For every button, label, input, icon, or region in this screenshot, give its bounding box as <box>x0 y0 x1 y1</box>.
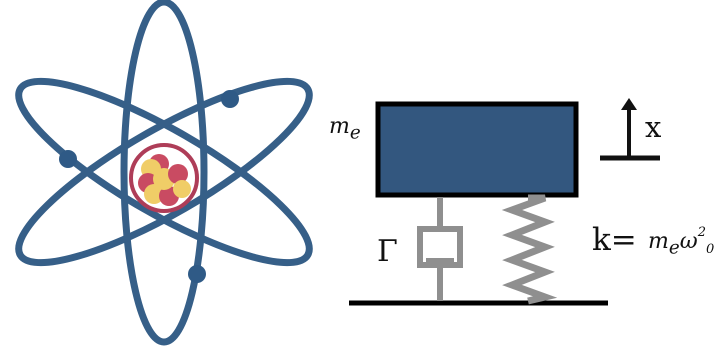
atom-orbit-diagonal-right <box>15 77 313 267</box>
nucleus-proton-right <box>168 164 188 184</box>
electron-bottom <box>188 265 206 283</box>
atom-orbit-diagonal-left <box>15 77 313 267</box>
x-axis-arrow <box>621 98 637 110</box>
spring-mass-subscript: e <box>668 237 680 259</box>
omega-superscript: 2 <box>697 225 706 240</box>
mass-subscript: e <box>349 122 361 144</box>
nucleus-neutron-right <box>173 180 191 198</box>
oscillator-illustration <box>349 98 660 306</box>
omega-subscript: 0 <box>705 242 714 257</box>
omega-symbol: ω <box>679 229 698 254</box>
spring-constant-formula: meω2 0 <box>648 226 714 259</box>
spring-constant-prefix: k= <box>592 222 637 258</box>
spring-mass-symbol: m <box>648 229 669 254</box>
mass-label: me <box>329 116 361 143</box>
damping-label: Γ <box>377 234 398 269</box>
electron-left <box>59 150 77 168</box>
mass-block <box>375 101 579 198</box>
spring-coil <box>501 194 558 305</box>
atom-orbit-vertical <box>120 0 208 346</box>
mass-symbol: m <box>329 114 350 139</box>
electron-top-right <box>221 90 239 108</box>
displacement-label: x <box>645 110 662 144</box>
damper-cup <box>417 226 463 268</box>
nucleus-neutron-left <box>144 184 164 204</box>
atom-illustration <box>15 0 313 346</box>
